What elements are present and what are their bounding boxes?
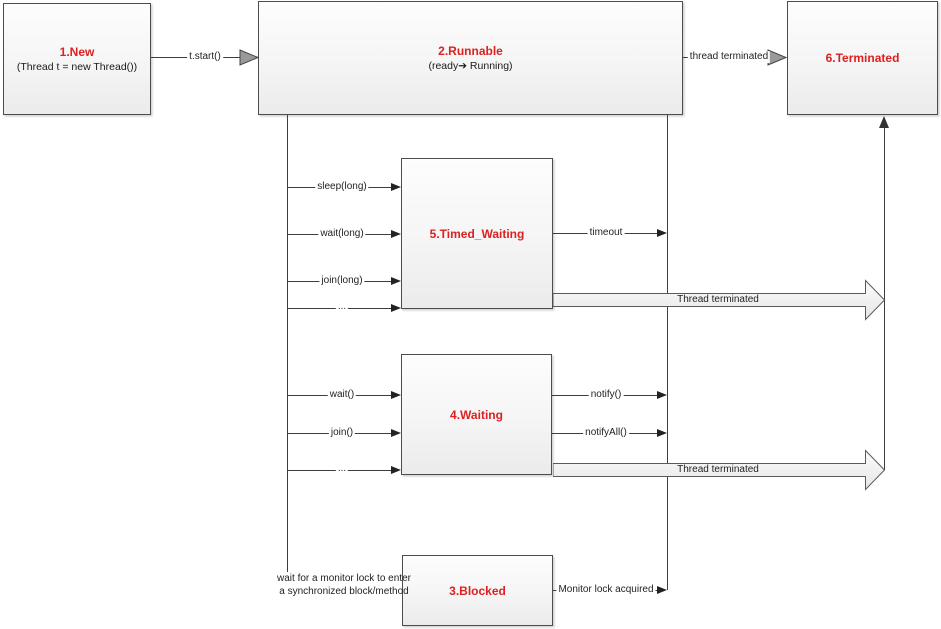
state-box-terminated: 6.Terminated [787, 1, 938, 115]
state-title-timed-waiting: 5.Timed_Waiting [429, 226, 525, 241]
state-box-timed-waiting: 5.Timed_Waiting [401, 158, 553, 309]
big-arrow-thread-terminated-waiting [553, 449, 886, 491]
state-box-blocked: 3.Blocked [402, 555, 553, 626]
state-title-waiting: 4.Waiting [450, 407, 503, 422]
state-box-new: 1.New (Thread t = new Thread()) [3, 3, 151, 115]
connector-trunk-terminated [884, 118, 885, 470]
edge-label-t-start: t.start() [187, 51, 223, 63]
arrowhead-icon [391, 391, 401, 399]
arrowhead-icon [391, 429, 401, 437]
gray-arrowhead-icon [239, 49, 259, 66]
arrowhead-icon [657, 229, 667, 237]
arrowhead-icon [391, 230, 401, 238]
edge-label-monitor-lock: Monitor lock acquired [556, 584, 656, 596]
edge-label-sleep-long: sleep(long) [315, 181, 369, 193]
blocked-note-line2: a synchronized block/method [279, 586, 409, 597]
state-subtitle-runnable: (ready➔ Running) [428, 59, 513, 72]
state-title-runnable: 2.Runnable [438, 43, 503, 58]
edge-label-join: join() [328, 427, 356, 439]
state-title-blocked: 3.Blocked [449, 583, 506, 598]
edge-label-thread-terminated-timed: Thread terminated [677, 294, 759, 305]
state-title-new: 1.New [59, 44, 95, 59]
arrowhead-icon [391, 183, 401, 191]
connector-trunk-left [287, 115, 288, 572]
state-title-terminated: 6.Terminated [825, 51, 900, 65]
arrowhead-icon [657, 429, 667, 437]
state-box-waiting: 4.Waiting [401, 354, 552, 475]
edge-label-timeout: timeout [587, 227, 625, 239]
edge-label-notify-all: notifyAll() [583, 427, 629, 439]
edge-label-wait-long: wait(long) [318, 228, 366, 240]
arrowhead-icon [391, 466, 401, 474]
arrowhead-icon [657, 391, 667, 399]
edge-label-dots-timed-more: join(long) [319, 275, 365, 287]
blocked-note-line1: wait for a monitor lock to enter [277, 573, 411, 584]
edge-label-notify: notify() [588, 389, 624, 401]
arrowhead-icon [391, 277, 401, 285]
edge-label-thread-terminated: thread terminated [687, 51, 771, 63]
edge-label-dots-timed: ... [335, 301, 349, 313]
up-arrowhead-icon [879, 116, 889, 128]
blocked-note: wait for a monitor lock to enter a synch… [277, 572, 411, 598]
arrowhead-icon [391, 304, 401, 312]
big-arrow-thread-terminated-timed [553, 279, 886, 321]
edge-label-dots-waiting: ... [335, 463, 349, 475]
edge-label-thread-terminated-waiting: Thread terminated [677, 464, 759, 475]
state-subtitle-new: (Thread t = new Thread()) [16, 60, 138, 73]
connector-trunk-right [667, 115, 668, 590]
arrowhead-icon [657, 586, 667, 594]
state-box-runnable: 2.Runnable (ready➔ Running) [258, 1, 683, 115]
edge-label-wait: wait() [327, 389, 357, 401]
